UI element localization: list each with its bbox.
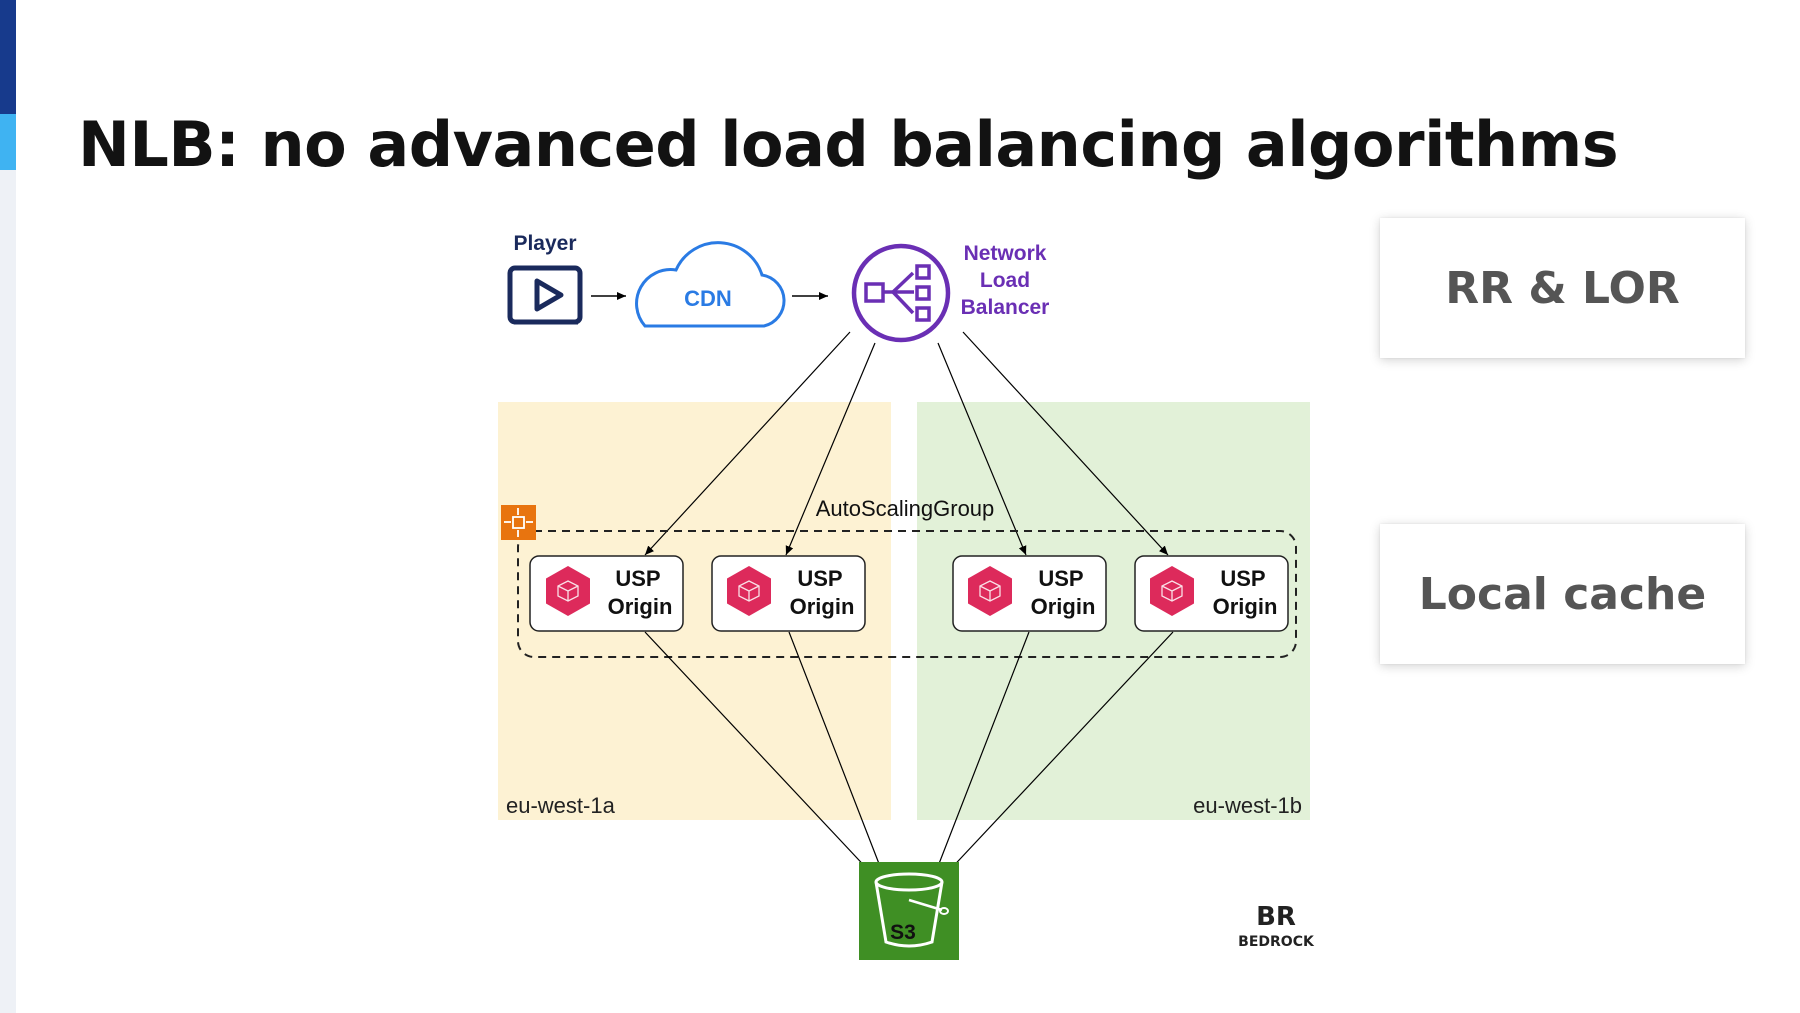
usp-origin-4-line-2: Origin xyxy=(1213,594,1278,619)
nlb-label-line-3: Balancer xyxy=(961,296,1050,319)
autoscaling-group-icon xyxy=(501,505,536,540)
nlb-to-origin-arrows xyxy=(644,331,1169,556)
usp-origin-4: USP Origin xyxy=(1134,555,1289,632)
usp-origin-1-line-1: USP xyxy=(615,566,660,591)
nlb-label-line-1: Network xyxy=(964,242,1047,265)
usp-origin-4-line-1: USP xyxy=(1220,566,1265,591)
player-icon xyxy=(507,265,583,325)
bedrock-logo: BR BEDROCK xyxy=(1238,902,1315,950)
network-load-balancer-icon xyxy=(851,243,951,343)
usp-origin-2-line-1: USP xyxy=(797,566,842,591)
usp-origin-1: USP Origin xyxy=(529,555,684,632)
svg-text:BR: BR xyxy=(1256,902,1296,932)
s3-bucket-icon: S3 xyxy=(859,862,959,960)
bedrock-logo-text: BEDROCK xyxy=(1238,934,1315,950)
usp-origin-2-line-2: Origin xyxy=(790,594,855,619)
nlb-label-line-2: Load xyxy=(980,269,1030,292)
accent-segment-light xyxy=(0,114,16,170)
usp-origin-3: USP Origin xyxy=(952,555,1107,632)
usp-origin-2: USP Origin xyxy=(711,555,866,632)
zone-b-label: eu-west-1b xyxy=(1193,793,1302,818)
origin-to-s3-arrows xyxy=(644,631,1174,875)
autoscaling-group-boundary xyxy=(517,530,1297,658)
autoscaling-group-label: AutoScalingGroup xyxy=(816,496,995,521)
slide-title: NLB: no advanced load balancing algorith… xyxy=(78,108,1619,181)
cdn-cloud-icon xyxy=(635,241,786,328)
local-cache-card: Local cache xyxy=(1380,524,1745,664)
accent-segment-dark xyxy=(0,0,16,114)
algorithm-card: RR & LOR xyxy=(1380,218,1745,358)
accent-sidebar xyxy=(0,0,16,1013)
cdn-label: CDN xyxy=(684,286,732,311)
s3-label: S3 xyxy=(890,921,916,944)
zone-a-label: eu-west-1a xyxy=(506,793,616,818)
usp-origin-1-line-2: Origin xyxy=(608,594,673,619)
player-label: Player xyxy=(513,232,576,255)
usp-origin-3-line-2: Origin xyxy=(1031,594,1096,619)
usp-origin-3-line-1: USP xyxy=(1038,566,1083,591)
